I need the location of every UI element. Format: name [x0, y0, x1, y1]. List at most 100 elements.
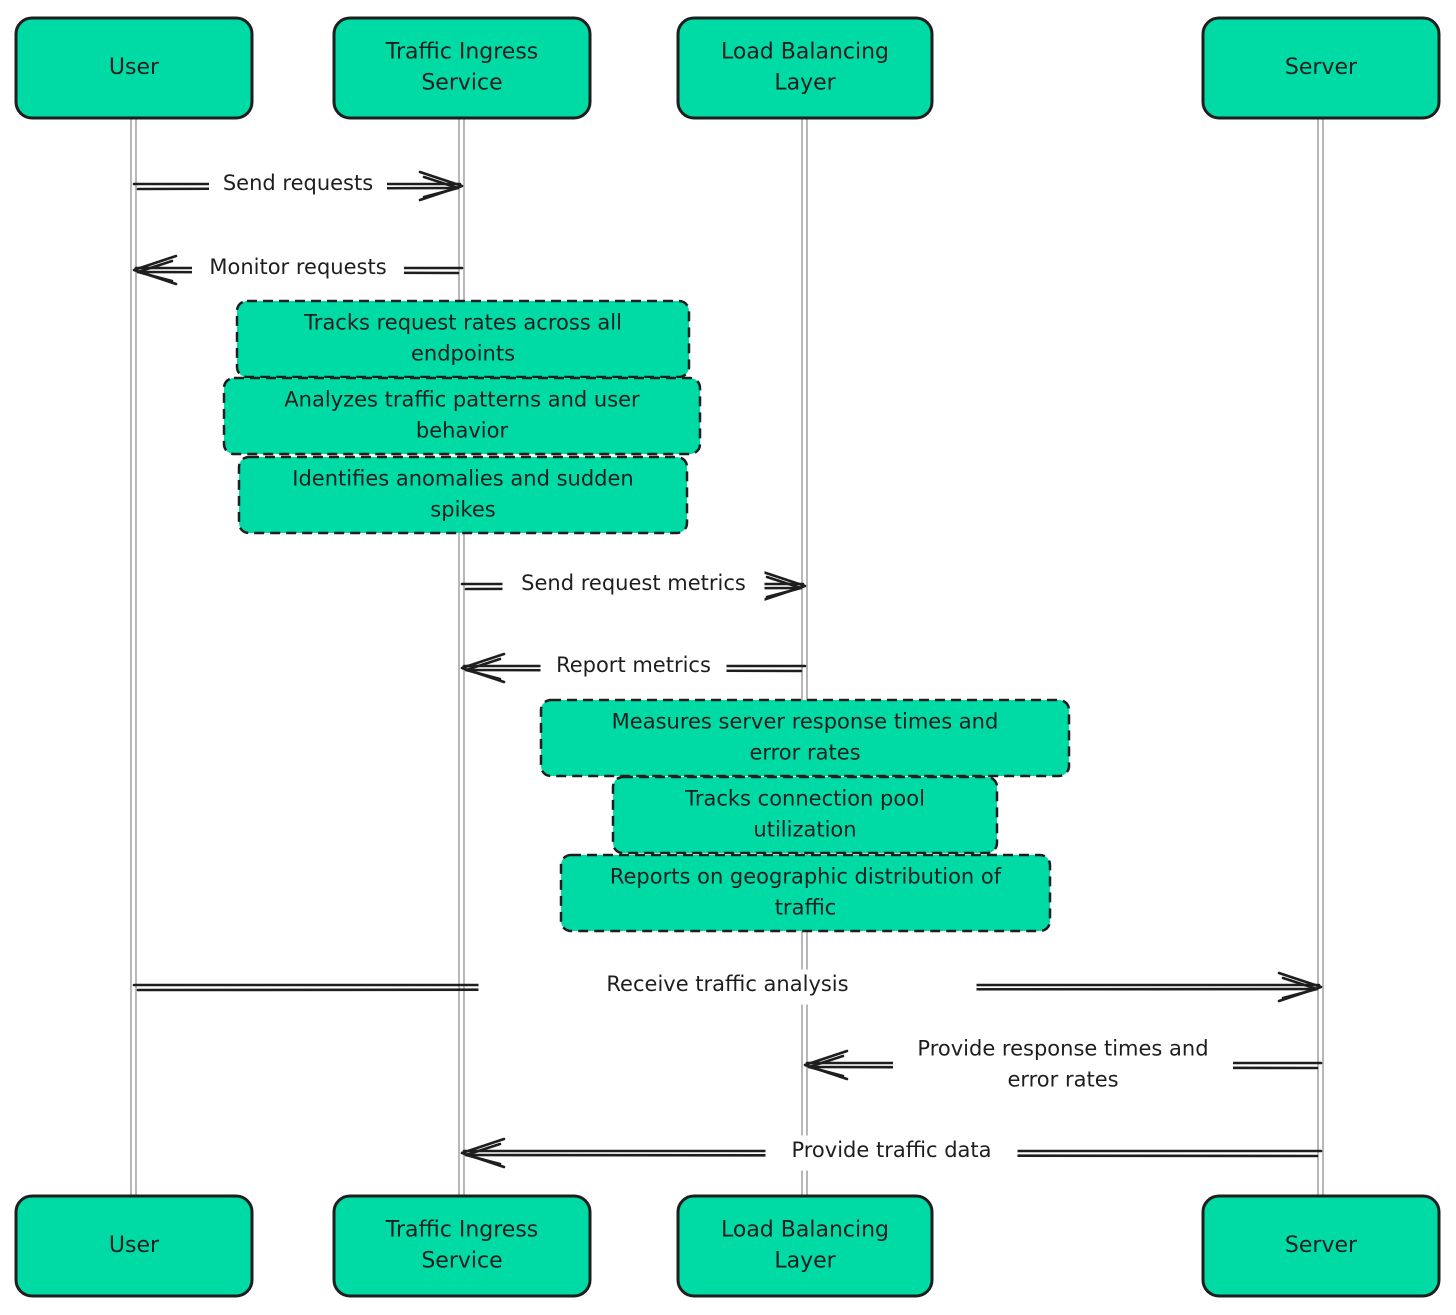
- participant-label: Server: [1285, 55, 1358, 80]
- participant-label-line: Server: [1285, 1233, 1358, 1258]
- note-label-line: endpoints: [411, 342, 515, 366]
- message-arrowhead: [807, 1054, 845, 1078]
- message-label: Monitor requests: [209, 255, 386, 279]
- participant-label-line: User: [109, 1233, 160, 1258]
- participant-server-bottom: Server: [1201, 1194, 1441, 1298]
- message-2: Monitor requests: [132, 252, 464, 288]
- note-2: Analyzes traffic patterns and user behavi…: [222, 376, 702, 456]
- note-label: Reports on geographic distribution of tra…: [610, 865, 1002, 920]
- participant-user-bottom: User: [14, 1194, 254, 1298]
- note-label-line: spikes: [430, 498, 495, 522]
- note-1: Tracks request rates across all endpoints: [235, 299, 691, 379]
- note-box: [235, 299, 691, 379]
- note-label: Measures server response times and error …: [612, 710, 999, 765]
- participant-label-line: Traffic Ingress: [385, 1218, 539, 1243]
- message-label-line: Send requests: [223, 171, 373, 195]
- message-label-bg: [192, 252, 404, 288]
- participant-label-line: Load Balancing: [721, 1218, 889, 1243]
- participant-box: [1201, 1194, 1441, 1298]
- note-box: [611, 775, 999, 855]
- message-arrowhead: [422, 175, 460, 199]
- message-label: Send requests: [223, 171, 373, 195]
- note-label-line: Measures server response times and: [612, 710, 999, 734]
- message-arrowhead: [1281, 976, 1319, 1000]
- notes-layer: Tracks request rates across all endpoints…: [222, 299, 1071, 933]
- participant-label-line: User: [109, 55, 160, 80]
- message-label-bg: [540, 650, 727, 686]
- note-box: [237, 455, 689, 535]
- note-label-line: Tracks request rates across all: [303, 311, 622, 335]
- participant-server-top: Server: [1201, 16, 1441, 120]
- message-1: Send requests: [132, 168, 464, 204]
- message-label-line: Provide response times and: [917, 1037, 1208, 1061]
- participant-label-line: Layer: [774, 1249, 836, 1274]
- message-label: Report metrics: [556, 653, 711, 677]
- message-label-line: Report metrics: [556, 653, 711, 677]
- participant-label-line: Layer: [774, 71, 836, 96]
- note-label-line: error rates: [749, 741, 860, 765]
- participant-label: Server: [1285, 1233, 1358, 1258]
- participant-label: User: [109, 55, 160, 80]
- participant-box: [332, 1194, 592, 1298]
- participant-label-line: Server: [1285, 55, 1358, 80]
- participant-label-line: Traffic Ingress: [385, 40, 539, 65]
- message-7: Provide traffic data: [460, 1135, 1323, 1171]
- lifelines-layer: [130, 118, 1324, 1196]
- message-arrowhead: [136, 259, 174, 283]
- participant-label: User: [109, 1233, 160, 1258]
- message-label: Send request metrics: [521, 571, 746, 595]
- note-label-line: Identifies anomalies and sudden: [292, 467, 633, 491]
- message-label: Provide traffic data: [791, 1138, 991, 1162]
- note-box: [222, 376, 702, 456]
- note-6: Reports on geographic distribution of tra…: [559, 853, 1052, 933]
- participant-label-line: Service: [421, 71, 502, 96]
- note-box: [559, 853, 1052, 933]
- message-label-bg: [765, 1135, 1018, 1171]
- note-label: Tracks request rates across all endpoints: [303, 311, 622, 366]
- note-label-line: traffic: [775, 896, 837, 920]
- note-label-line: utilization: [753, 818, 856, 842]
- note-label: Analyzes traffic patterns and user behavi…: [284, 388, 640, 443]
- participant-box: [1201, 16, 1441, 120]
- note-label: Identifies anomalies and sudden spikes: [292, 467, 633, 522]
- participant-label-line: Service: [421, 1249, 502, 1274]
- note-5: Tracks connection pool utilization: [611, 775, 999, 855]
- participant-box: [332, 16, 592, 120]
- participant-box: [14, 1194, 254, 1298]
- note-label-line: Tracks connection pool: [684, 787, 925, 811]
- message-label-line: error rates: [1007, 1068, 1118, 1092]
- message-label-bg: [209, 168, 387, 204]
- message-6: Provide response times and error rates: [803, 1032, 1323, 1098]
- message-label-bg: [893, 1032, 1233, 1098]
- note-label-line: Analyzes traffic patterns and user: [284, 388, 640, 412]
- message-label-line: Provide traffic data: [791, 1138, 991, 1162]
- message-5: Receive traffic analysis: [132, 969, 1323, 1005]
- message-label-bg: [478, 969, 977, 1005]
- message-label-line: Receive traffic analysis: [606, 972, 848, 996]
- note-label-line: behavior: [416, 419, 509, 443]
- message-arrowhead: [464, 1142, 502, 1166]
- participant-label-line: Load Balancing: [721, 40, 889, 65]
- participant-box: [676, 1194, 934, 1298]
- message-4: Report metrics: [460, 650, 807, 686]
- participant-box: [14, 16, 254, 120]
- message-label: Provide response times and error rates: [917, 1037, 1208, 1092]
- message-label-line: Monitor requests: [209, 255, 386, 279]
- participant-box: [676, 16, 934, 120]
- message-arrowhead: [765, 575, 803, 599]
- note-4: Measures server response times and error …: [539, 698, 1071, 778]
- message-label-bg: [502, 568, 765, 604]
- message-3: Send request metrics: [460, 568, 807, 604]
- message-arrowhead: [464, 657, 502, 681]
- note-label-line: Reports on geographic distribution of: [610, 865, 1002, 889]
